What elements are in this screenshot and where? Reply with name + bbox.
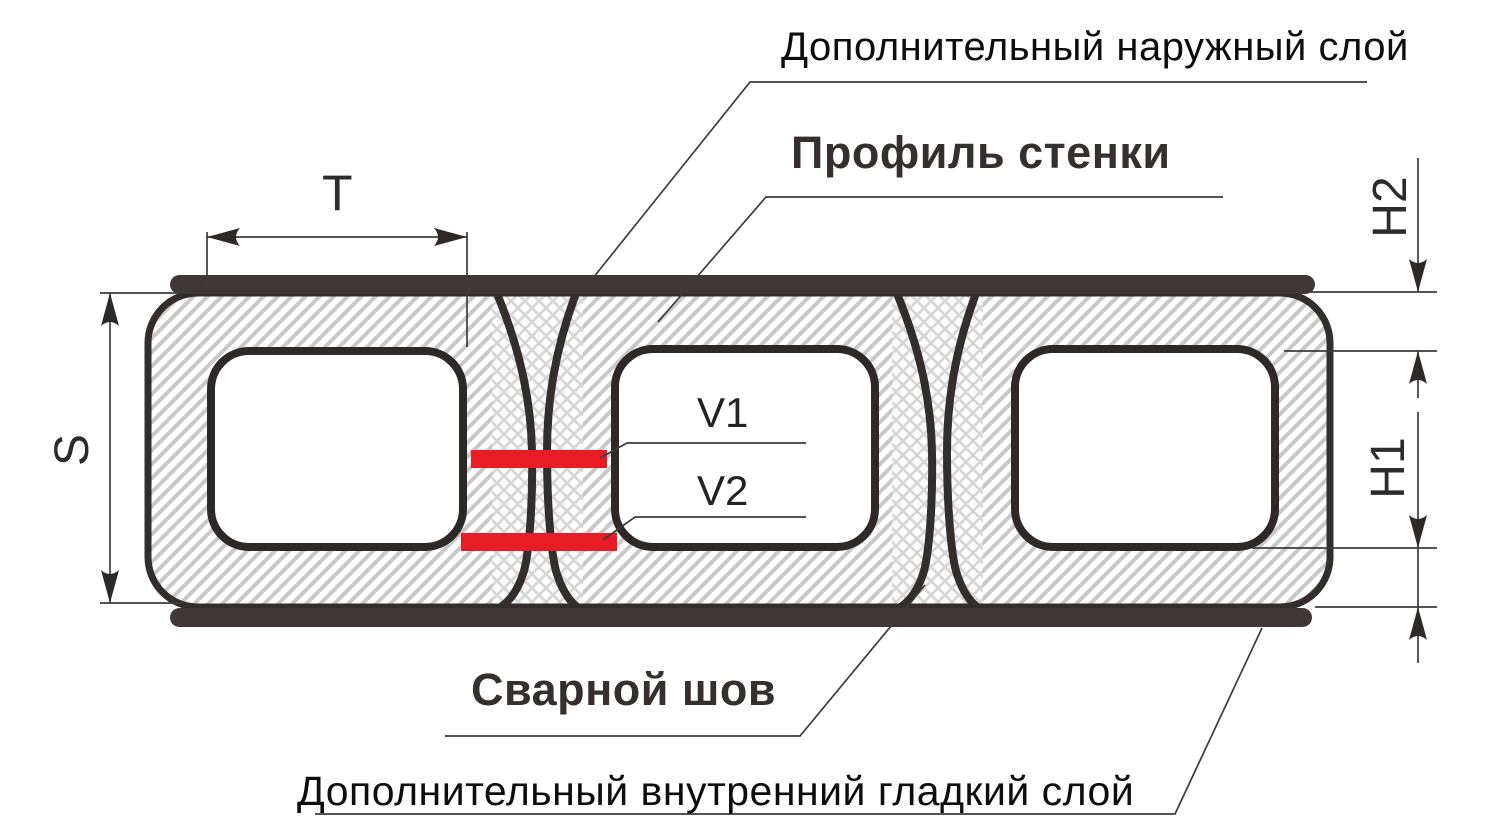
callout-weld-seam: Сварной шов: [471, 664, 777, 715]
leader-weld-seam: [445, 584, 926, 737]
weld-mark-v2: [461, 533, 617, 551]
dim-label-h1: H1: [1362, 437, 1415, 499]
dimension-s: [100, 292, 186, 604]
inner-layer-strip: [170, 608, 1312, 627]
weld-mark-v1: [471, 450, 607, 468]
leader-inner-layer: [315, 627, 1263, 815]
dimension-t: [206, 232, 468, 347]
leader-wall-profile: [657, 196, 1223, 323]
arrow-h1-up: [1409, 351, 1427, 384]
dim-label-h2: H2: [1364, 176, 1417, 238]
inner-hole-1: [207, 347, 467, 551]
junction-1-left-wall: [494, 292, 537, 610]
callout-wall-profile: Профиль стенки: [791, 127, 1171, 178]
leader-v2: [602, 516, 806, 541]
inner-hole-2: [611, 345, 879, 551]
junction-1-right-wall: [542, 292, 580, 610]
callout-outer-layer: Дополнительный наружный слой: [781, 25, 1409, 69]
arrow-t-right: [434, 228, 467, 246]
weld-junction-zone-2: [892, 296, 983, 604]
dim-label-s: S: [46, 434, 99, 467]
arrow-t-left: [207, 228, 240, 246]
arrow-h1-down: [1409, 515, 1427, 548]
leader-v1: [599, 442, 806, 459]
dim-label-v2: V2: [697, 467, 749, 514]
leader-outer-layer: [584, 81, 1367, 289]
junction-2-left-wall: [894, 292, 937, 610]
junction-2-right-wall: [942, 292, 980, 610]
dim-label-t: T: [322, 165, 353, 221]
outer-layer-strip: [170, 275, 1315, 294]
arrow-h2-down: [1409, 259, 1427, 292]
callout-inner-layer: Дополнительный внутренний гладкий слой: [297, 768, 1135, 814]
arrow-s-down: [101, 570, 119, 603]
dim-label-v1: V1: [697, 389, 749, 436]
arrow-s-up: [101, 293, 119, 326]
arrow-bottom-up: [1409, 607, 1427, 640]
wall-profile-body: [144, 289, 1334, 611]
inner-hole-3: [1011, 345, 1279, 551]
